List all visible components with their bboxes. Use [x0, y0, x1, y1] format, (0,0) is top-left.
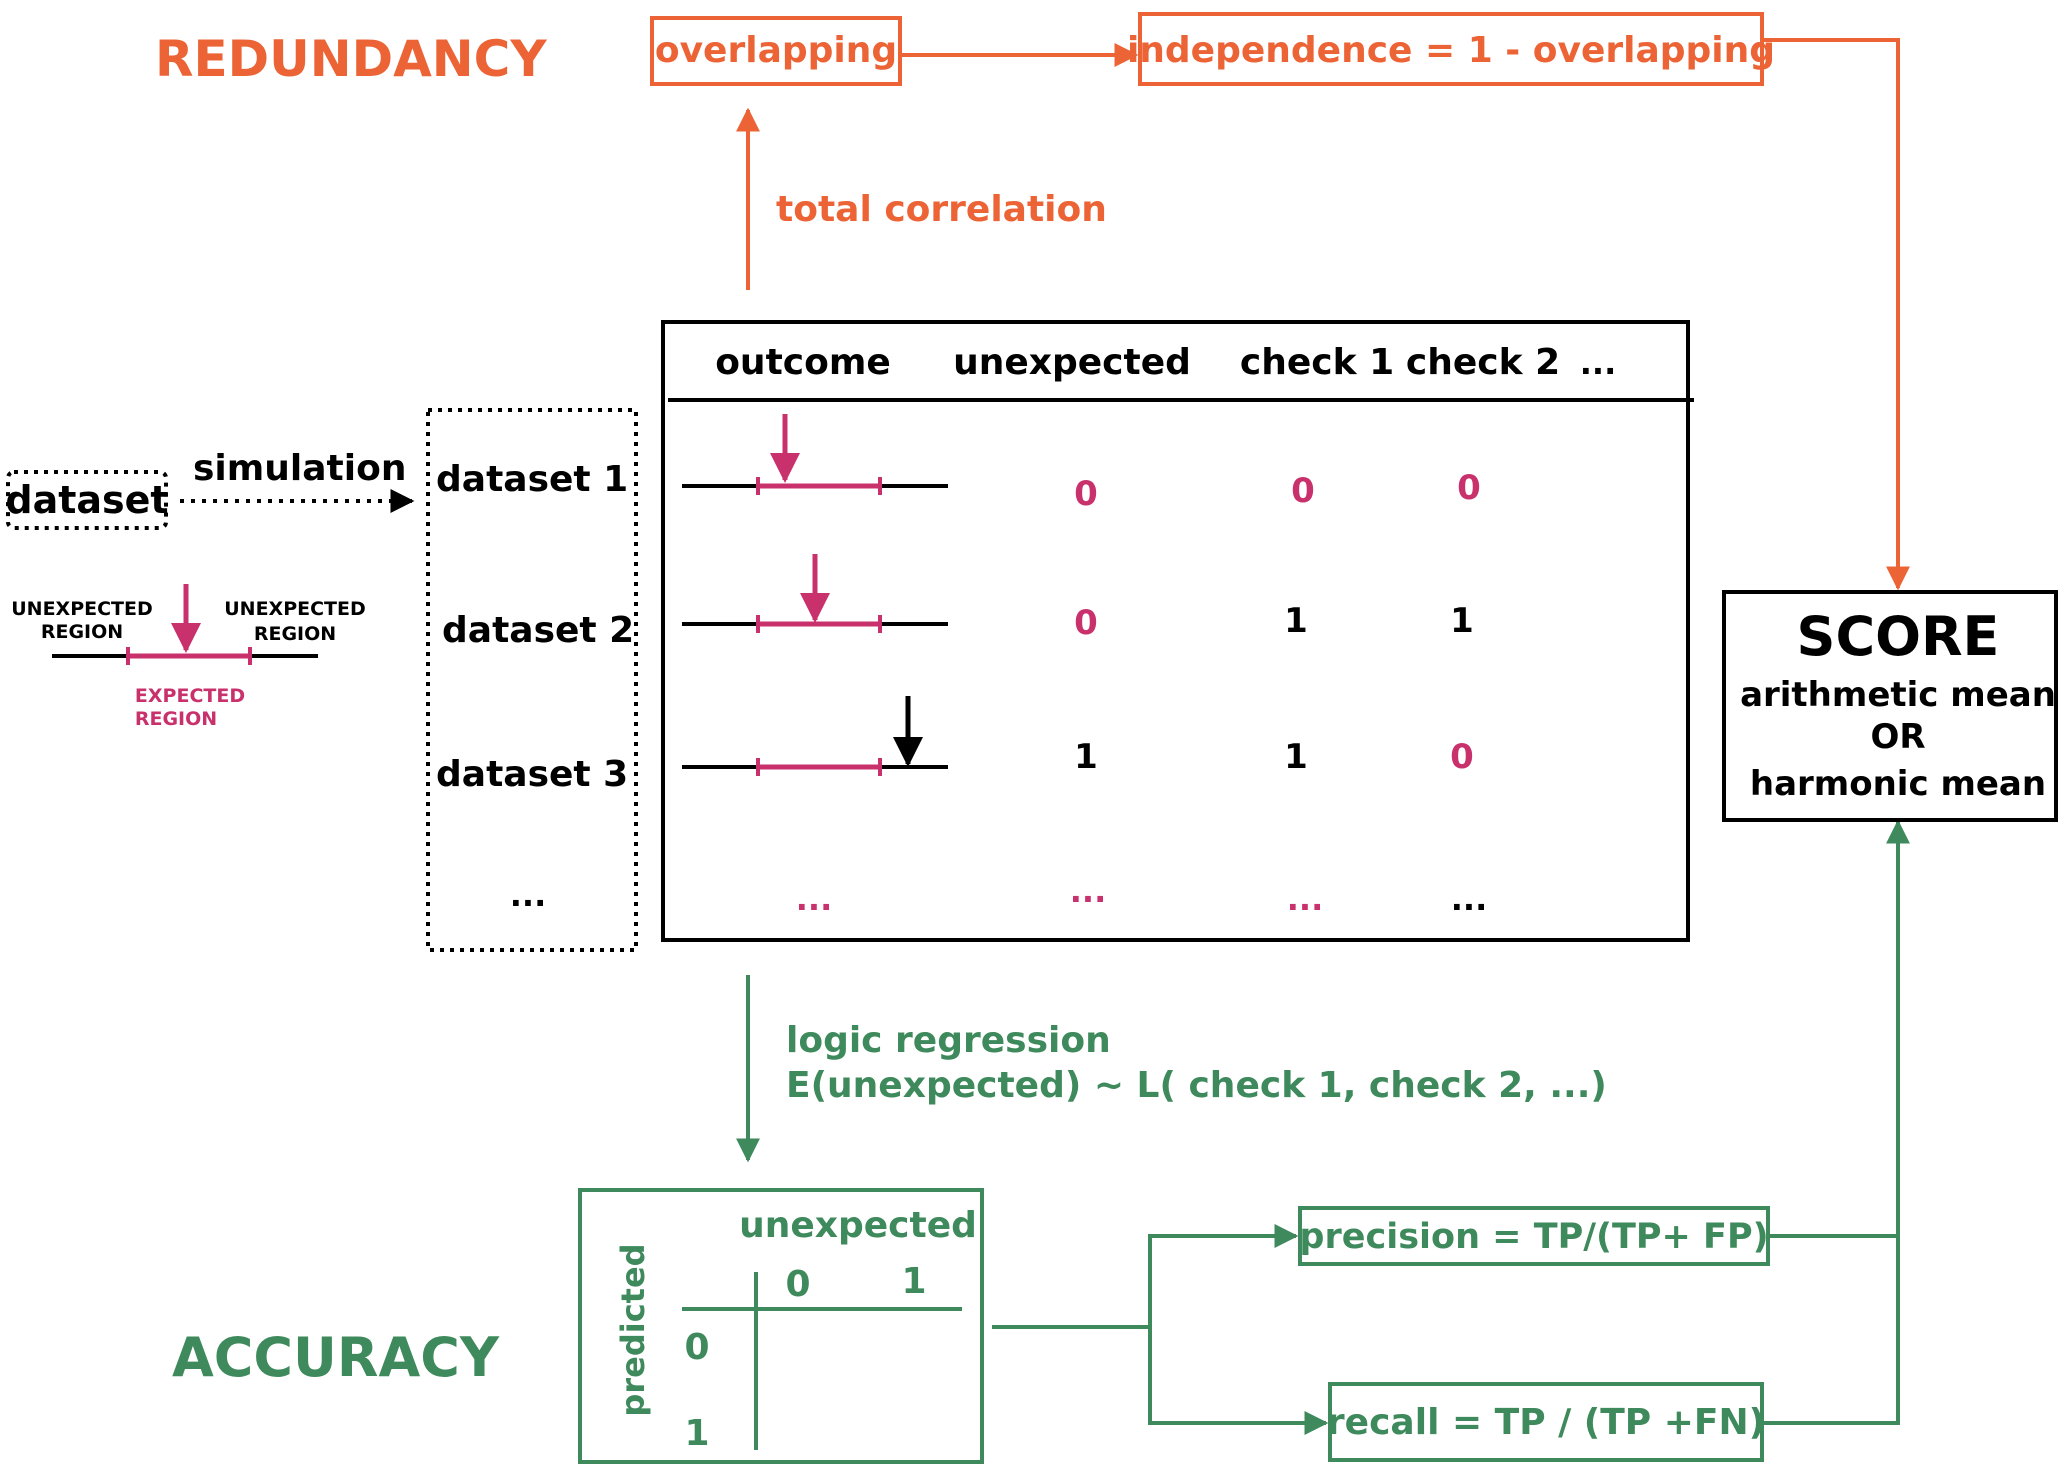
matrix-row-header: predicted — [614, 1243, 652, 1416]
header-unexpected: unexpected — [953, 342, 1191, 383]
matrix-col-0: 0 — [785, 1264, 810, 1305]
regression-line-2: E(unexpected) ~ L( check 1, check 2, ...… — [786, 1065, 1607, 1106]
independence-to-score-arrow — [1762, 38, 1910, 591]
row-2-unexpected: 0 — [1074, 603, 1098, 643]
recall-label: recall = TP / (TP +FN) — [1327, 1402, 1765, 1443]
outcome-2 — [682, 554, 948, 633]
header-check-2: check 2 — [1406, 342, 1560, 383]
regression-line-1: logic regression — [786, 1020, 1111, 1061]
independence-label: independence = 1 - overlapping — [1127, 30, 1775, 71]
dataset-box: dataset — [5, 470, 169, 530]
matrix-col-1: 1 — [901, 1261, 926, 1302]
results-table: outcome unexpected check 1 check 2 ... 0… — [661, 320, 1694, 942]
score-line-2: OR — [1870, 717, 1925, 757]
table-row: 1 1 0 — [682, 696, 1474, 777]
legend-expected-1: EXPECTED — [135, 685, 245, 707]
legend-unexpected-left-2: REGION — [41, 621, 123, 643]
recall-to-score-arrow — [1762, 819, 1910, 1425]
legend-unexpected-right-1: UNEXPECTED — [224, 598, 366, 620]
split-to-recall-arrow — [1148, 1327, 1329, 1435]
independence-box: independence = 1 - overlapping — [1127, 12, 1775, 86]
matrix-col-header: unexpected — [739, 1205, 977, 1246]
redundancy-title: REDUNDANCY — [155, 30, 547, 88]
row-3-unexpected: 1 — [1074, 737, 1098, 777]
dataset-3: dataset 3 — [436, 754, 628, 795]
score-box: SCORE arithmetic mean OR harmonic mean — [1722, 590, 2058, 822]
row-2-check-2: 1 — [1450, 601, 1474, 641]
score-line-1: arithmetic mean — [1740, 675, 2056, 715]
row-1-unexpected: 0 — [1074, 474, 1098, 514]
matrix-row-1: 1 — [684, 1413, 709, 1454]
dataset-ellipsis: ... — [510, 876, 546, 914]
row-ellipsis-check-1: ... — [1287, 880, 1323, 918]
table-row: 0 1 1 — [682, 554, 1474, 643]
matrix-row-0: 0 — [684, 1327, 709, 1368]
header-outcome: outcome — [715, 342, 891, 383]
dataset-1: dataset 1 — [436, 459, 628, 500]
region-legend: UNEXPECTED REGION UNEXPECTED REGION EXPE… — [11, 584, 366, 730]
overlapping-label: overlapping — [655, 30, 897, 71]
total-correlation-label: total correlation — [776, 189, 1107, 230]
precision-box: precision = TP/(TP+ FP) — [1298, 1206, 1770, 1266]
accuracy-title: ACCURACY — [172, 1326, 500, 1389]
row-ellipsis-unexpected: ... — [1070, 872, 1106, 910]
row-ellipsis-outcome: ... — [796, 880, 832, 918]
dataset-list: dataset 1 dataset 2 dataset 3 ... — [426, 408, 638, 952]
row-ellipsis-check-2: ... — [1451, 880, 1487, 918]
score-line-3: harmonic mean — [1750, 764, 2046, 804]
legend-expected-2: REGION — [135, 708, 217, 730]
score-title: SCORE — [1797, 605, 2000, 668]
split-to-precision-arrow — [1148, 1224, 1299, 1327]
outcome-3 — [682, 696, 948, 776]
precision-label: precision = TP/(TP+ FP) — [1299, 1217, 1768, 1257]
overlapping-box: overlapping — [650, 16, 902, 86]
confusion-matrix: unexpected predicted 0 1 0 1 — [578, 1188, 984, 1464]
table-row: 0 0 0 — [682, 414, 1481, 514]
header-ellipsis: ... — [1580, 344, 1616, 382]
row-3-check-1: 1 — [1284, 737, 1308, 777]
row-3-check-2: 0 — [1450, 737, 1474, 777]
simulation-label: simulation — [193, 448, 406, 489]
dataset-label: dataset — [5, 478, 168, 522]
row-1-check-1: 0 — [1291, 471, 1315, 511]
dataset-2: dataset 2 — [442, 610, 634, 651]
header-check-1: check 1 — [1240, 342, 1394, 383]
row-2-check-1: 1 — [1284, 601, 1308, 641]
legend-unexpected-left-1: UNEXPECTED — [11, 598, 153, 620]
row-1-check-2: 0 — [1457, 468, 1481, 508]
recall-box: recall = TP / (TP +FN) — [1327, 1382, 1765, 1462]
outcome-1 — [682, 414, 948, 495]
legend-unexpected-right-2: REGION — [254, 623, 336, 645]
